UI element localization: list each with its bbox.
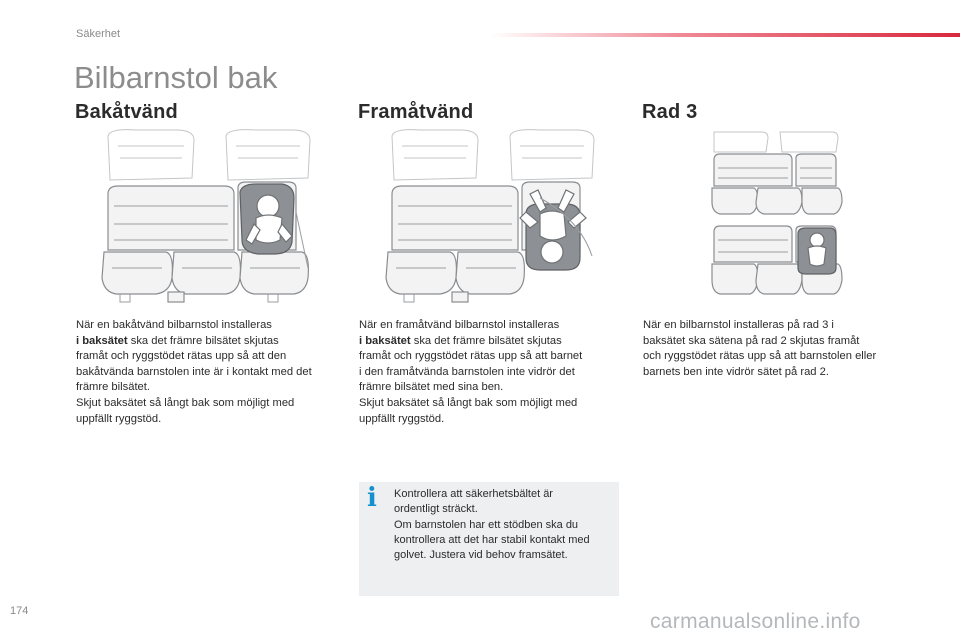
text-line: kontrollera att det har stabil kontakt m… [394,533,590,546]
section-label: Säkerhet [76,28,121,40]
text-line: i baksätet ska det främre bilsätet skjut… [359,334,625,350]
text-line: barnets ben inte vidrör sätet på rad 2. [643,365,829,378]
heading-forward-facing: Framåtvänd [358,101,474,123]
text-line: Skjut baksätet så långt bak som möjligt … [359,396,578,409]
header-accent-bar [490,33,960,37]
heading-row-3: Rad 3 [642,101,698,123]
text-line: framåt och ryggstödet rätas upp så att d… [76,350,287,363]
info-box-text: Kontrollera att säkerhetsbältet är orden… [394,487,616,563]
forward-facing-body-text: När en framåtvänd bilbarnstol installera… [359,318,625,427]
text-line: Kontrollera att säkerhetsbältet är [394,488,553,500]
text-line: framåt och ryggstödet rätas upp så att b… [359,350,583,363]
text-line: uppfällt ryggstöd. [359,412,445,425]
text-line: När en bilbarnstol installeras på rad 3 … [643,319,834,331]
forward-facing-child-seat-illustration [385,129,595,303]
text-line: När en bakåtvänd bilbarnstol installeras [76,319,272,331]
text-line: baksätet ska sätena på rad 2 skjutas fra… [643,334,860,347]
rear-facing-body-text: När en bakåtvänd bilbarnstol installeras… [76,318,342,427]
rear-facing-child-seat-illustration [101,129,311,303]
emphasis-text: i baksätet [359,334,411,347]
emphasis-text: i baksätet [76,334,128,347]
text-line: bakåtvända barnstolen inte är i kontakt … [76,365,312,378]
text-line: Om barnstolen har ett stödben ska du [394,518,579,531]
text-fragment: ska det främre bilsätet skjutas [127,334,279,347]
watermark: carmanualsonline.info [650,610,861,633]
text-line: främre bilsätet. [76,381,150,394]
info-icon: i [367,483,377,513]
text-fragment: ska det främre bilsätet skjutas [410,334,562,347]
row-3-body-text: När en bilbarnstol installeras på rad 3 … [643,318,909,380]
text-line: Skjut baksätet så långt bak som möjligt … [76,396,295,409]
text-line: När en framåtvänd bilbarnstol installera… [359,319,560,331]
text-line: i den framåtvända barnstolen inte vidrör… [359,365,575,378]
text-line: golvet. Justera vid behov framsätet. [394,549,568,562]
info-box [359,482,619,596]
text-line: främre bilsätet med sina ben. [359,381,504,394]
row-3-child-seat-illustration [711,131,843,295]
page-number: 174 [10,605,29,617]
heading-rear-facing: Bakåtvänd [75,101,178,123]
text-line: ordentligt sträckt. [394,503,478,516]
text-line: och ryggstödet rätas upp så att barnstol… [643,350,877,363]
page-title: Bilbarnstol bak [74,60,278,95]
text-line: i baksätet ska det främre bilsätet skjut… [76,334,342,350]
text-line: uppfällt ryggstöd. [76,412,162,425]
